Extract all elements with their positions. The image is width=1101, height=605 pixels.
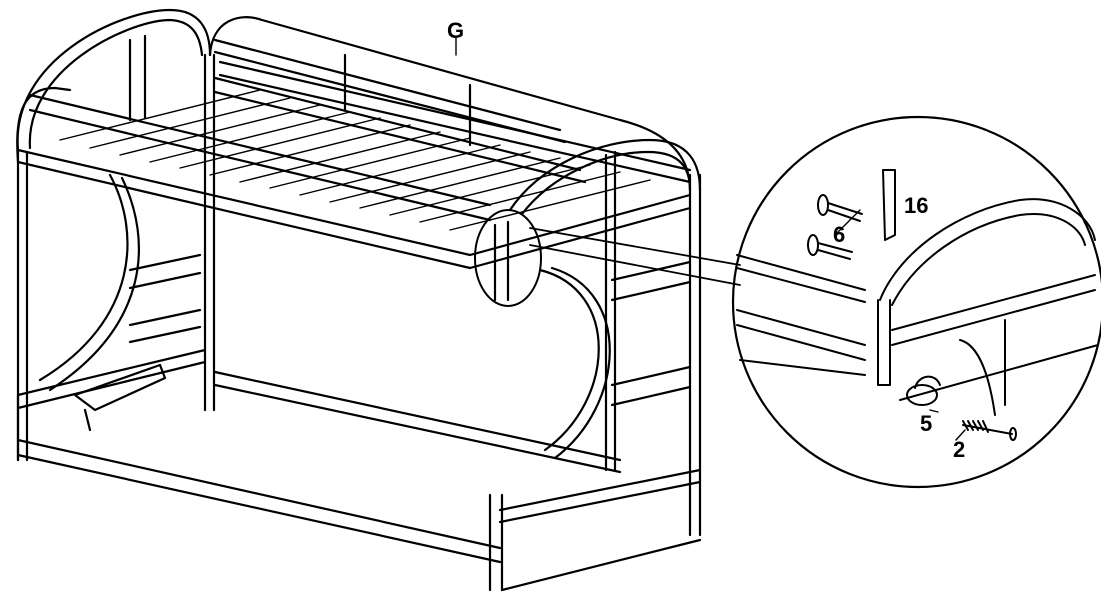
right-end-rungs [610,260,692,407]
guard-rail-uprights [128,34,472,147]
center-front-post [493,220,510,302]
label-bracket-16: 16 [904,193,928,218]
top-guard-rail [213,38,587,184]
label-spring-pin-2: 2 [953,437,965,462]
detail-circle [731,115,1101,489]
rear-top-arch [208,16,692,192]
bracket-part [882,169,896,241]
spring-pin [962,420,1017,441]
left-c-curve-inner [48,176,141,392]
upper-slats [59,89,651,231]
lower-rear-rail [213,370,622,474]
front-left-post [16,148,29,462]
rear-left-arch [16,8,212,152]
right-c-curve [538,268,600,452]
front-right-arch-inner [520,150,692,216]
lower-front-right-post [488,493,504,592]
rear-left-post [203,53,216,412]
rear-right-post [604,150,617,472]
lower-left-rail [16,348,207,410]
cap-nut [906,375,941,406]
left-end-rungs [128,253,202,344]
detail-frame-lines [736,198,1099,416]
label-cap-nut-5: 5 [920,411,932,436]
upper-deck-side-right [468,193,692,270]
long-bolts [807,194,863,260]
lower-front-rail [16,438,502,564]
zoom-leader-lines [529,227,741,286]
upper-deck-rear [218,60,692,184]
label-bed-frame-g: G [447,18,464,43]
upper-deck-front [16,148,472,270]
right-c-curve-inner [550,266,611,460]
front-right-arch [508,138,702,212]
upper-front-left-arch [16,86,72,164]
label-bolt-6: 6 [833,222,845,247]
lower-bed-end-base [500,538,702,592]
bunk-bed-frame [16,8,702,592]
detail-highlight-ellipse [474,209,542,307]
front-right-post [688,173,702,537]
rear-left-arch-inner [28,18,204,150]
lower-support-bracket [73,363,167,432]
detail-zoom [455,37,1101,489]
callout-leader-lines [455,37,966,441]
lower-right-rail [498,468,702,524]
upper-front-rail [28,93,492,222]
left-c-curve [38,173,129,382]
